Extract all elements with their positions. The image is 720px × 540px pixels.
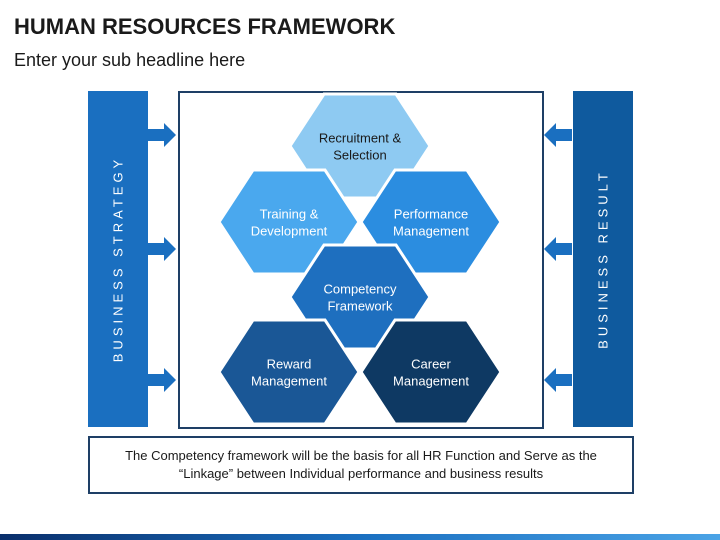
bottom-gradient-band: [0, 534, 720, 540]
business-strategy-bar: BUSINESS STRATEGY: [88, 91, 148, 427]
footer-note-box: The Competency framework will be the bas…: [88, 436, 634, 494]
hexagon-label-line: Management: [393, 374, 469, 389]
business-result-bar: BUSINESS RESULT: [573, 91, 633, 427]
arrow-left-icon: [544, 237, 572, 261]
hexagon-label-line: Recruitment &: [319, 131, 402, 146]
hexagon-shape: [217, 318, 361, 426]
hexagon-label-line: Career: [411, 357, 451, 372]
arrow-left-icon: [544, 368, 572, 392]
footer-note: The Competency framework will be the bas…: [125, 448, 597, 481]
page-subtitle: Enter your sub headline here: [14, 50, 246, 70]
hexagon-label-line: Training &: [260, 207, 319, 222]
right-arrows: [544, 123, 572, 392]
framework-frame: [178, 91, 544, 429]
hexagon-label-line: Performance: [394, 207, 468, 222]
hexagon-label-line: Management: [393, 224, 469, 239]
hexagon-label-line: Management: [251, 374, 327, 389]
hexagon-shape: [359, 318, 503, 426]
hexagon-label-line: Reward: [267, 357, 312, 372]
arrow-right-icon: [148, 368, 176, 392]
arrow-right-icon: [148, 123, 176, 147]
hexagon-label-line: Framework: [327, 299, 393, 314]
hexagon-label-line: Selection: [333, 148, 386, 163]
arrow-right-icon: [148, 237, 176, 261]
hexagon-label-line: Development: [251, 224, 328, 239]
left-arrows: [148, 123, 176, 392]
hexagon-label-line: Competency: [324, 282, 397, 297]
arrow-left-icon: [544, 123, 572, 147]
page-title: HUMAN RESOURCES FRAMEWORK: [14, 14, 396, 39]
